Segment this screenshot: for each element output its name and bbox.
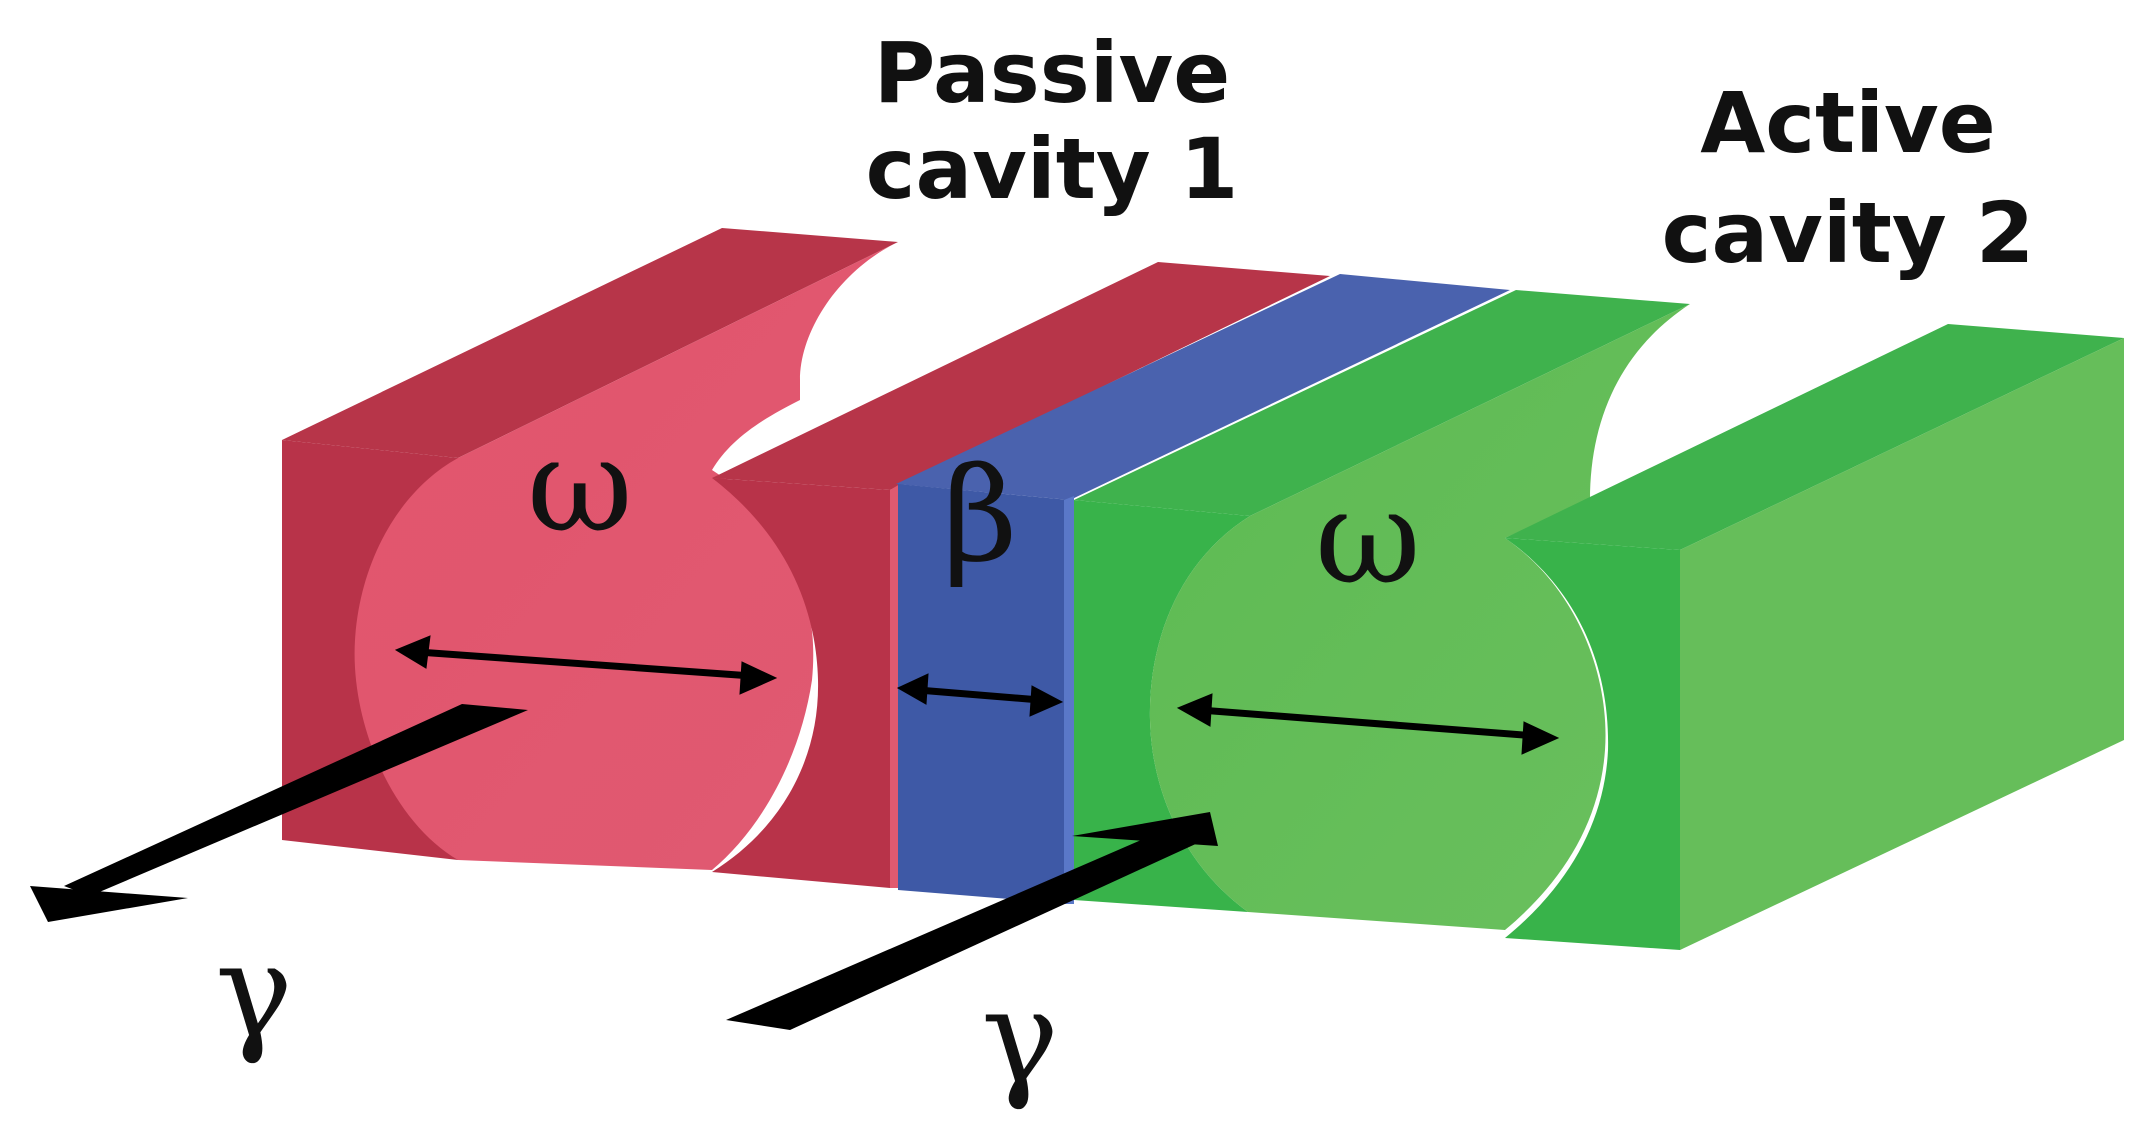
passive-right-mirror-top [712, 262, 1330, 490]
coupling-double-arrow [896, 673, 1064, 717]
gain-gamma: γ [981, 961, 1059, 1113]
active-left-mirror [1074, 290, 1690, 912]
active-label-line2: cavity 2 [1662, 184, 2035, 282]
passive-mode-double-arrow [394, 635, 778, 695]
passive-right-mirror-edge [890, 484, 900, 888]
active-frequency-omega: ω [1315, 461, 1421, 613]
active-right-mirror [1505, 324, 2124, 950]
active-cavity-label: Active cavity 2 [1662, 74, 2035, 282]
gain-arrow [726, 812, 1218, 1030]
active-mode-double-arrow [1176, 693, 1560, 755]
passive-frequency-omega: ω [527, 409, 633, 561]
active-right-mirror-side [1680, 338, 2124, 950]
double-arrows [394, 635, 1560, 755]
active-cavity [1074, 290, 2124, 950]
loss-gamma: γ [215, 915, 293, 1067]
passive-label-line2: cavity 1 [866, 120, 1239, 218]
gain-arrow-head [1072, 812, 1218, 846]
passive-right-mirror-front [712, 478, 890, 888]
passive-cavity-label: Passive cavity 1 [866, 24, 1239, 218]
loss-arrow [30, 704, 528, 922]
gain-arrow-shaft [726, 824, 1200, 1030]
active-label-line1: Active [1700, 74, 1995, 172]
active-left-mirror-top [1074, 290, 1690, 516]
active-right-mirror-front [1505, 538, 1680, 950]
loss-arrow-shaft [64, 704, 528, 896]
active-cavity-interior [1149, 304, 1690, 930]
coupling-beta: β [942, 439, 1017, 591]
coupler-right-edge [1064, 496, 1074, 904]
coupler-top [896, 274, 1510, 500]
loss-arrow-head [30, 886, 188, 922]
active-left-mirror-front [1074, 500, 1250, 912]
active-right-mirror-top [1505, 324, 2124, 550]
passive-label-line1: Passive [874, 24, 1231, 122]
passive-right-mirror [712, 262, 1330, 888]
passive-left-mirror-top [282, 228, 898, 458]
